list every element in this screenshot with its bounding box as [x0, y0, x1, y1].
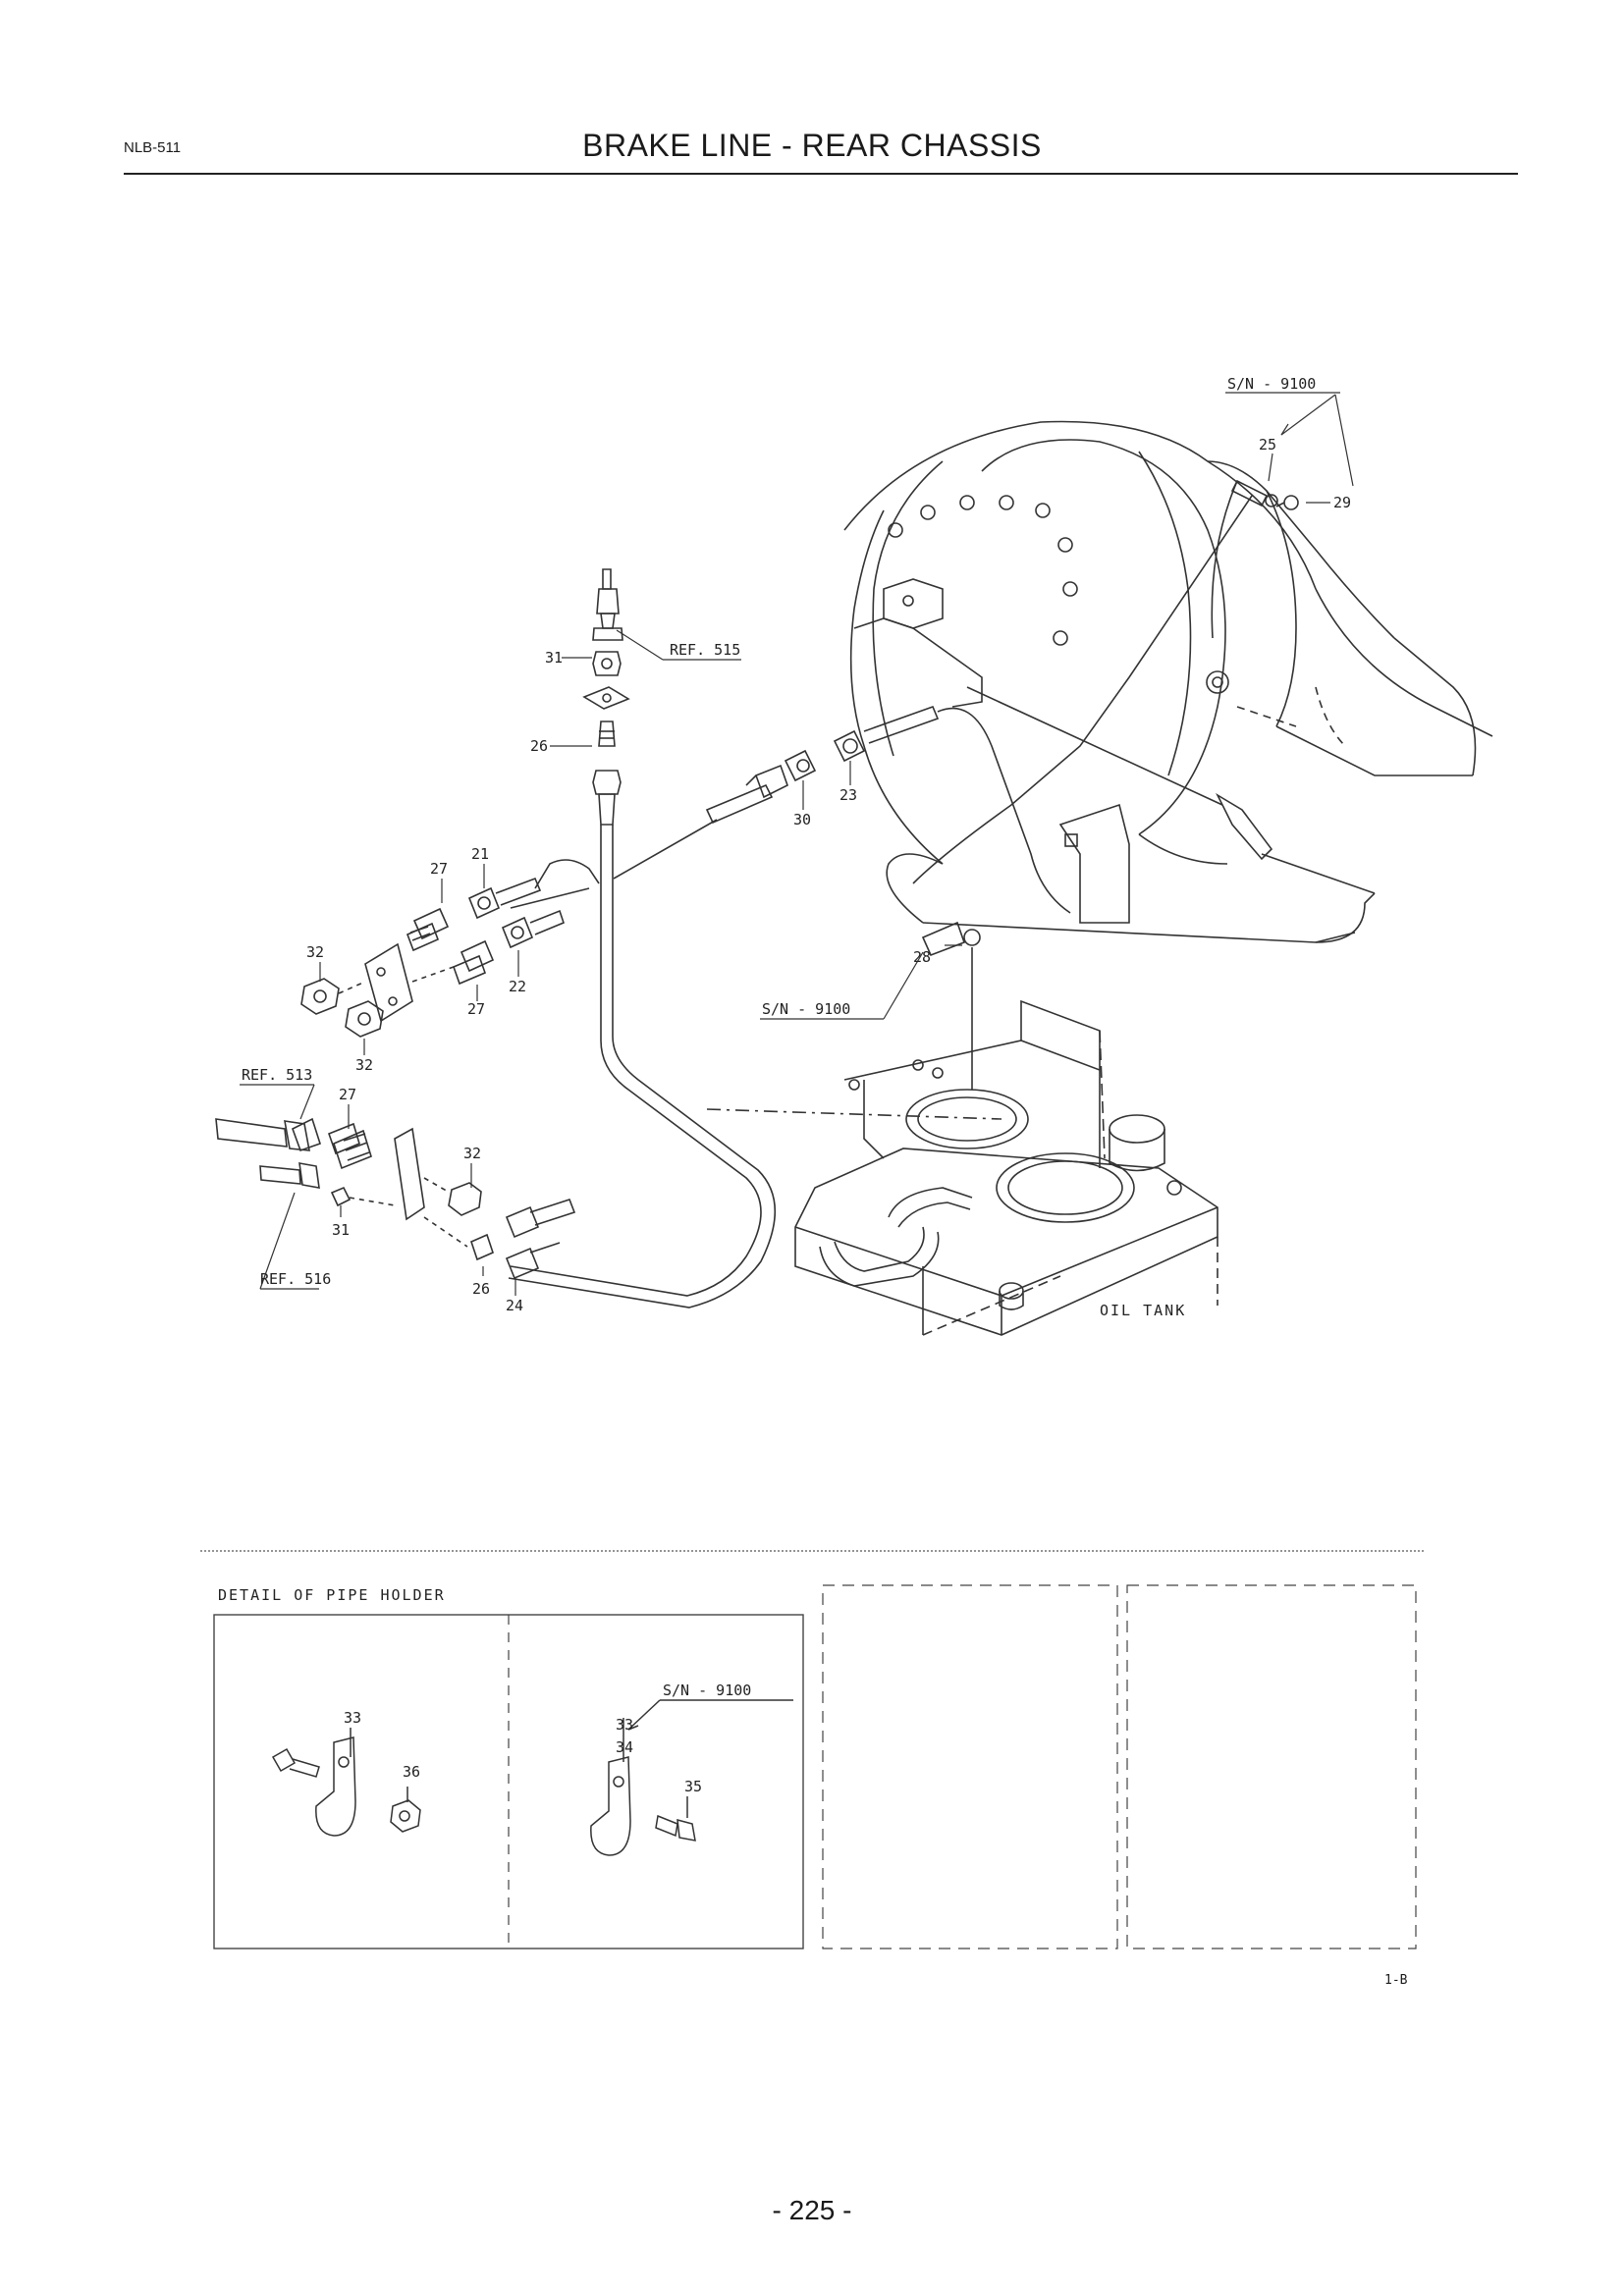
callout-ref-515: REF. 515	[670, 641, 740, 659]
callout-31b: 31	[332, 1221, 350, 1239]
document-code: NLB-511	[124, 139, 182, 156]
callout-24: 24	[506, 1297, 523, 1314]
callout-ref-513: REF. 513	[242, 1066, 312, 1084]
detail-section: DETAIL OF PIPE HOLDER 33 36	[200, 1550, 1426, 1949]
callout-26b: 26	[472, 1280, 490, 1298]
callout-23: 23	[839, 786, 857, 804]
detail-title: DETAIL OF PIPE HOLDER	[218, 1586, 446, 1604]
header-rule	[124, 173, 1518, 175]
callout-32c: 32	[463, 1145, 481, 1162]
page-title: BRAKE LINE - REAR CHASSIS	[582, 128, 1042, 163]
center-fittings	[613, 705, 1071, 914]
callout-labels: S/N - 9100 25 29 REF. 515 31 26 30 23 21…	[242, 375, 1351, 1319]
callout-27c: 27	[339, 1086, 356, 1103]
callout-25: 25	[1259, 436, 1276, 454]
oil-tank-drawing	[706, 921, 1218, 1336]
axle-housing-drawing	[843, 420, 1493, 943]
callout-22: 22	[509, 978, 526, 995]
lower-left-fitting-assembly	[215, 1117, 576, 1280]
vertical-fitting-stack	[508, 568, 777, 1308]
detail-callout-36: 36	[403, 1763, 420, 1781]
callout-27b: 27	[467, 1000, 485, 1018]
blank-panel-2	[1126, 1584, 1417, 1949]
callout-sn-top: S/N - 9100	[1227, 375, 1316, 393]
callout-ref-516: REF. 516	[260, 1270, 331, 1288]
callout-27a: 27	[430, 860, 448, 878]
callout-oil-tank: OIL TANK	[1100, 1302, 1186, 1319]
callout-31a: 31	[545, 649, 563, 667]
callout-21: 21	[471, 845, 489, 863]
figure-id: 1-B	[1384, 1973, 1408, 1988]
callout-29: 29	[1333, 494, 1351, 511]
callout-32a: 32	[306, 943, 324, 961]
detail-callout-35: 35	[684, 1778, 702, 1795]
callout-sn-mid: S/N - 9100	[762, 1000, 850, 1018]
detail-callout-33b: 33	[616, 1716, 633, 1734]
page-number: - 225 -	[772, 2195, 852, 2225]
callout-leaders	[240, 392, 1354, 1296]
detail-sn: S/N - 9100	[663, 1682, 751, 1699]
callout-28: 28	[913, 948, 931, 966]
left-fitting-assembly	[300, 859, 600, 1038]
detail-callout-33a: 33	[344, 1709, 361, 1727]
callout-26a: 26	[530, 737, 548, 755]
callout-30: 30	[793, 811, 811, 828]
detail-callout-34: 34	[616, 1738, 633, 1756]
callout-32b: 32	[355, 1056, 373, 1074]
blank-panel-1	[822, 1584, 1118, 1949]
